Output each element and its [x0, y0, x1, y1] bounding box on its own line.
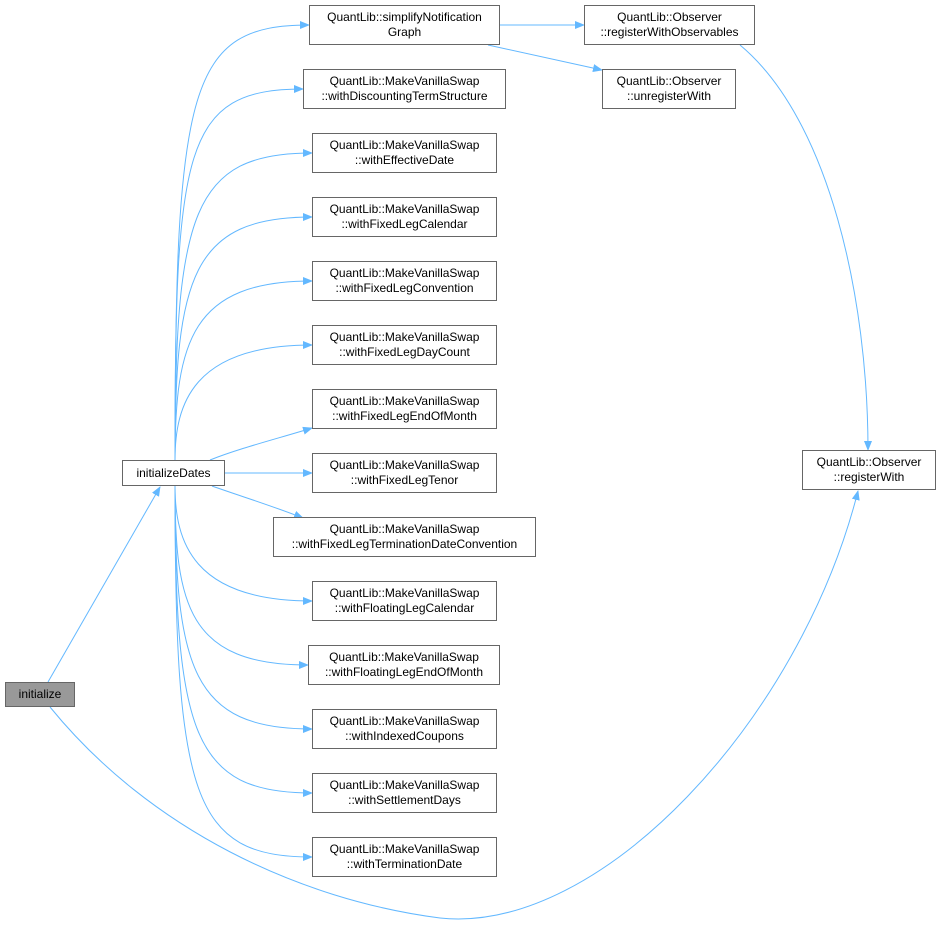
node-label: ::withFloatingLegEndOfMonth [324, 665, 484, 679]
node-label: QuantLib::MakeVanillaSwap [329, 778, 480, 792]
node-label: Graph [387, 25, 422, 39]
node-label: ::withFixedLegConvention [335, 281, 474, 295]
node-label: QuantLib::MakeVanillaSwap [329, 266, 480, 280]
node-label: ::withSettlementDays [348, 793, 461, 807]
edge-initialize-dates-to-with-indexed-coupons [174, 485, 313, 733]
node-with-fixed-leg-convention[interactable]: QuantLib::MakeVanillaSwap::withFixedLegC… [312, 261, 497, 301]
edge-initialize-to-register-with [49, 490, 860, 920]
node-with-fixed-leg-termination-date-convention[interactable]: QuantLib::MakeVanillaSwap::withFixedLegT… [273, 517, 536, 557]
node-with-fixed-leg-day-count[interactable]: QuantLib::MakeVanillaSwap::withFixedLegD… [312, 325, 497, 365]
node-with-fixed-leg-calendar[interactable]: QuantLib::MakeVanillaSwap::withFixedLegC… [312, 197, 497, 237]
edge-initialize-dates-to-simplify-notification-graph [174, 21, 310, 461]
edge-initialize-dates-to-with-termination-date [174, 485, 313, 861]
node-label: ::withDiscountingTermStructure [321, 89, 488, 103]
node-initialize-dates[interactable]: initializeDates [122, 460, 225, 486]
node-with-settlement-days[interactable]: QuantLib::MakeVanillaSwap::withSettlemen… [312, 773, 497, 813]
edge-initialize-dates-to-with-floating-leg-calendar [174, 485, 313, 605]
node-label: QuantLib::MakeVanillaSwap [329, 842, 480, 856]
node-label: ::withEffectiveDate [354, 153, 455, 167]
edge-initialize-dates-to-with-fixed-leg-termination-date-convention [211, 485, 304, 519]
edge-initialize-dates-to-with-discounting-term-structure [174, 85, 304, 461]
node-label: QuantLib::MakeVanillaSwap [329, 650, 479, 664]
node-with-floating-leg-end-of-month[interactable]: QuantLib::MakeVanillaSwap::withFloatingL… [308, 645, 500, 685]
node-label: initializeDates [136, 465, 211, 480]
node-label: QuantLib::Observer [616, 74, 722, 88]
node-register-with-observables[interactable]: QuantLib::Observer::registerWithObservab… [584, 5, 755, 45]
node-register-with[interactable]: QuantLib::Observer::registerWith [802, 450, 936, 490]
node-label: ::withFixedLegTerminationDateConvention [291, 537, 518, 551]
node-label: ::withTerminationDate [346, 857, 463, 871]
node-label: QuantLib::MakeVanillaSwap [329, 714, 480, 728]
node-label: ::registerWithObservables [600, 25, 739, 39]
edge-initialize-dates-to-with-effective-date [174, 149, 313, 461]
edge-simplify-notification-graph-to-unregister-with [487, 44, 603, 72]
node-with-floating-leg-calendar[interactable]: QuantLib::MakeVanillaSwap::withFloatingL… [312, 581, 497, 621]
edge-register-with-observables-to-register-with [739, 44, 872, 451]
node-label: ::withFixedLegDayCount [339, 345, 470, 359]
edge-initialize-dates-to-with-fixed-leg-day-count [174, 341, 313, 461]
node-initialize[interactable]: initialize [5, 682, 75, 707]
node-with-effective-date[interactable]: QuantLib::MakeVanillaSwap::withEffective… [312, 133, 497, 173]
node-label: QuantLib::Observer [617, 10, 722, 24]
node-with-fixed-leg-tenor[interactable]: QuantLib::MakeVanillaSwap::withFixedLegT… [312, 453, 497, 493]
node-with-fixed-leg-end-of-month[interactable]: QuantLib::MakeVanillaSwap::withFixedLegE… [312, 389, 497, 429]
node-label: QuantLib::MakeVanillaSwap [329, 74, 480, 88]
node-label: QuantLib::MakeVanillaSwap [329, 330, 480, 344]
node-label: ::withFloatingLegCalendar [334, 601, 475, 615]
node-unregister-with[interactable]: QuantLib::Observer::unregisterWith [602, 69, 736, 109]
node-label: QuantLib::Observer [816, 455, 922, 469]
node-label: QuantLib::MakeVanillaSwap [329, 202, 480, 216]
node-label: initialize [18, 687, 62, 701]
node-with-discounting-term-structure[interactable]: QuantLib::MakeVanillaSwap::withDiscounti… [303, 69, 506, 109]
node-label: ::withFixedLegCalendar [341, 217, 468, 231]
node-label: QuantLib::MakeVanillaSwap [329, 394, 480, 408]
node-label: QuantLib::simplifyNotification [327, 10, 482, 24]
node-label: ::withFixedLegTenor [350, 473, 459, 487]
node-with-indexed-coupons[interactable]: QuantLib::MakeVanillaSwap::withIndexedCo… [312, 709, 497, 749]
node-label: QuantLib::MakeVanillaSwap [329, 586, 480, 600]
node-label: QuantLib::MakeVanillaSwap [329, 458, 480, 472]
node-label: ::registerWith [833, 470, 905, 484]
node-label: ::withIndexedCoupons [345, 729, 464, 743]
edge-initialize-to-initialize-dates [47, 486, 161, 683]
node-label: QuantLib::MakeVanillaSwap [329, 138, 480, 152]
edge-initialize-dates-to-with-fixed-leg-end-of-month [209, 426, 313, 461]
edge-initialize-dates-to-with-fixed-leg-convention [174, 277, 313, 461]
edge-initialize-dates-to-with-fixed-leg-calendar [174, 213, 313, 461]
node-with-termination-date[interactable]: QuantLib::MakeVanillaSwap::withTerminati… [312, 837, 497, 877]
node-label: QuantLib::MakeVanillaSwap [329, 522, 480, 536]
node-label: ::unregisterWith [626, 89, 712, 103]
node-label: ::withFixedLegEndOfMonth [332, 409, 477, 423]
